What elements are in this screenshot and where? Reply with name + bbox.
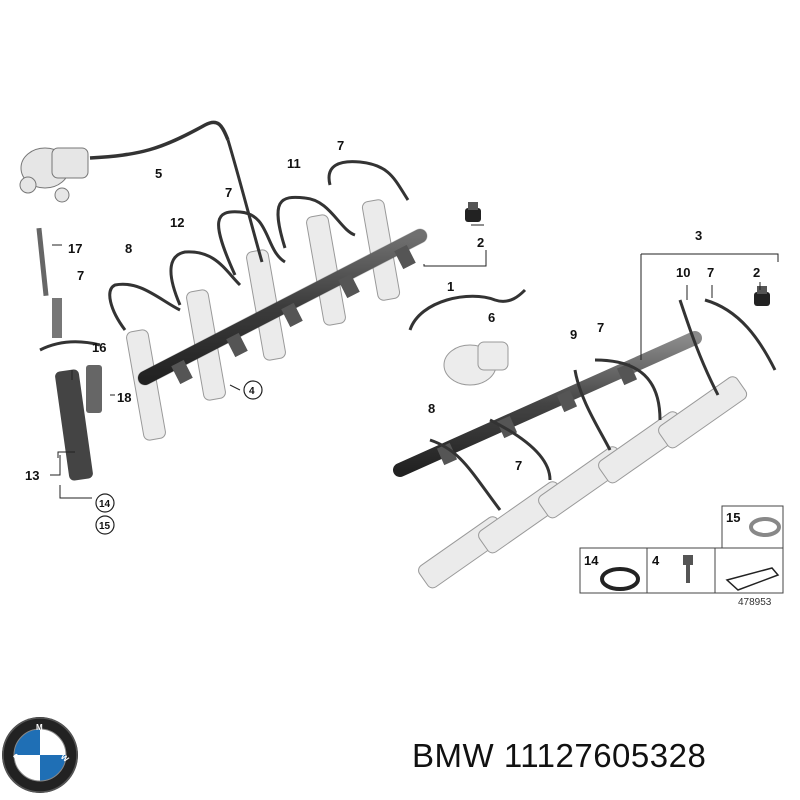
callout-7-c: 7 [77,268,84,283]
fuel-rail-upper [137,228,428,386]
pressure-sensor-upper [465,202,481,222]
high-pressure-pump-left [19,147,89,203]
injectors-lower [418,376,748,589]
callout-15: 15 [99,521,111,532]
callout-11: 11 [287,156,301,171]
pressure-sensor-lower [754,286,770,306]
callout-labels: 1 2 2 3 4 5 6 7 7 7 7 7 7 8 8 9 10 11 12… [25,138,760,532]
bmw-logo: B M W [2,717,78,793]
callout-7-e: 7 [597,320,604,335]
injection-lines-upper [108,139,410,331]
callout-4: 4 [249,386,255,397]
inset-label-15: 15 [726,510,740,525]
callout-6: 6 [488,310,495,325]
callout-9: 9 [570,327,577,342]
inset-label-4: 4 [652,553,660,568]
leader-lines [50,224,779,499]
callout-2-upper: 2 [477,235,484,250]
svg-text:W: W [59,752,71,764]
diagram-reference-number: 478953 [738,597,772,608]
callout-16: 16 [92,340,106,355]
inset-parts: 14 4 15 478953 [579,505,784,608]
callout-5: 5 [155,166,162,181]
callout-10: 10 [676,265,690,280]
callout-8-lower: 8 [428,401,435,416]
injection-lines-lower [408,288,777,511]
callout-14: 14 [99,499,111,510]
part-caption: BMW 11127605328 [412,737,706,775]
callout-7-a: 7 [337,138,344,153]
svg-text:M: M [36,723,43,732]
callout-7-b: 7 [225,185,232,200]
part-number: 11127605328 [503,737,707,774]
inset-label-14: 14 [584,553,599,568]
callout-18: 18 [117,390,131,405]
callout-1: 1 [447,279,454,294]
brand-name: BMW [412,737,495,774]
callout-7-f: 7 [515,458,522,473]
circled-callouts [95,380,263,535]
svg-text:B: B [12,751,22,762]
high-pressure-pump-right [443,341,509,386]
callout-17: 17 [68,241,82,256]
callout-8-upper: 8 [125,241,132,256]
callout-2-lower: 2 [753,265,760,280]
fuel-line-5 [89,120,230,160]
callout-3: 3 [695,228,702,243]
callout-13: 13 [25,468,39,483]
injector-assembly-left [36,227,102,481]
callout-12: 12 [170,215,184,230]
callout-7-d: 7 [707,265,714,280]
